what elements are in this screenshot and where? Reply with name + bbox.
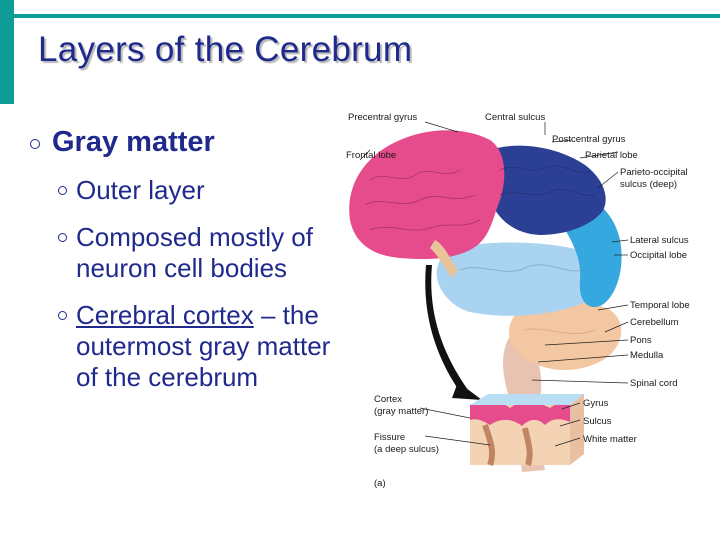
bullet-icon: [58, 186, 67, 195]
sub-bullet-cerebral-cortex: Cerebral cortex – the outermost gray mat…: [58, 300, 340, 393]
inset-leader-lines: [419, 402, 581, 447]
accent-bar-left: [0, 0, 14, 104]
label-cortex-sub: (gray matter): [374, 406, 428, 417]
bullet-icon: [58, 233, 67, 242]
label-fissure: Fissure: [374, 432, 405, 443]
sub-bullet-term: Cerebral cortex: [76, 300, 254, 330]
leader-lines: [359, 121, 629, 384]
cerebellum-shape: [508, 300, 622, 370]
accent-bar-top: [14, 14, 720, 18]
slide-title: Layers of the Cerebrum: [38, 30, 413, 69]
temporal-lobe-shape: [436, 242, 603, 316]
label-pons: Pons: [630, 335, 652, 346]
label-parieto-occipital: Parieto-occipital: [620, 167, 688, 178]
insula-shape: [430, 240, 458, 278]
bullet-list: Gray matter Outer layer Composed mostly …: [30, 126, 340, 409]
label-cerebellum: Cerebellum: [630, 317, 679, 328]
bullet-icon: [30, 139, 40, 149]
bullet-icon: [58, 311, 67, 320]
label-panel-a: (a): [374, 478, 386, 489]
label-parietal-lobe: Parietal lobe: [585, 150, 638, 161]
label-medulla: Medulla: [630, 350, 664, 361]
label-temporal-lobe: Temporal lobe: [630, 300, 690, 311]
label-sulcus: Sulcus: [583, 416, 612, 427]
label-gyrus: Gyrus: [583, 398, 609, 409]
label-frontal-lobe: Frontal lobe: [346, 150, 396, 161]
bullet-gray-matter: Gray matter: [30, 126, 340, 159]
brain-figure: Precentral gyrus Central sulcus Postcent…: [346, 112, 690, 489]
label-lateral-sulcus: Lateral sulcus: [630, 235, 689, 246]
sub-bullet-composed: Composed mostly of neuron cell bodies: [58, 222, 340, 284]
sub-bullet-text: – the outermost gray matter of the cereb…: [76, 300, 331, 392]
frontal-lobe-shape: [349, 130, 505, 260]
sub-bullet-text: Composed mostly of neuron cell bodies: [76, 222, 313, 283]
label-central-sulcus: Central sulcus: [485, 112, 545, 123]
label-cortex: Cortex: [374, 394, 402, 405]
label-occipital-lobe: Occipital lobe: [630, 250, 687, 261]
cortex-inset: [470, 394, 584, 467]
label-parieto-occipital-sub: sulcus (deep): [620, 179, 677, 190]
label-precentral-gyrus: Precentral gyrus: [348, 112, 417, 123]
bullet-label: Gray matter: [52, 126, 215, 158]
arrow-head-icon: [452, 382, 482, 400]
label-fissure-sub: (a deep sulcus): [374, 444, 439, 455]
arrow-icon: [425, 265, 468, 395]
label-spinal-cord: Spinal cord: [630, 378, 678, 389]
label-postcentral-gyrus: Postcentral gyrus: [552, 134, 626, 145]
sub-bullet-text: Outer layer: [76, 175, 205, 205]
gyri-texture: [364, 165, 596, 334]
label-white-matter: White matter: [583, 434, 637, 445]
sub-bullet-outer-layer: Outer layer: [58, 175, 340, 206]
parietal-lobe-shape: [485, 145, 606, 235]
